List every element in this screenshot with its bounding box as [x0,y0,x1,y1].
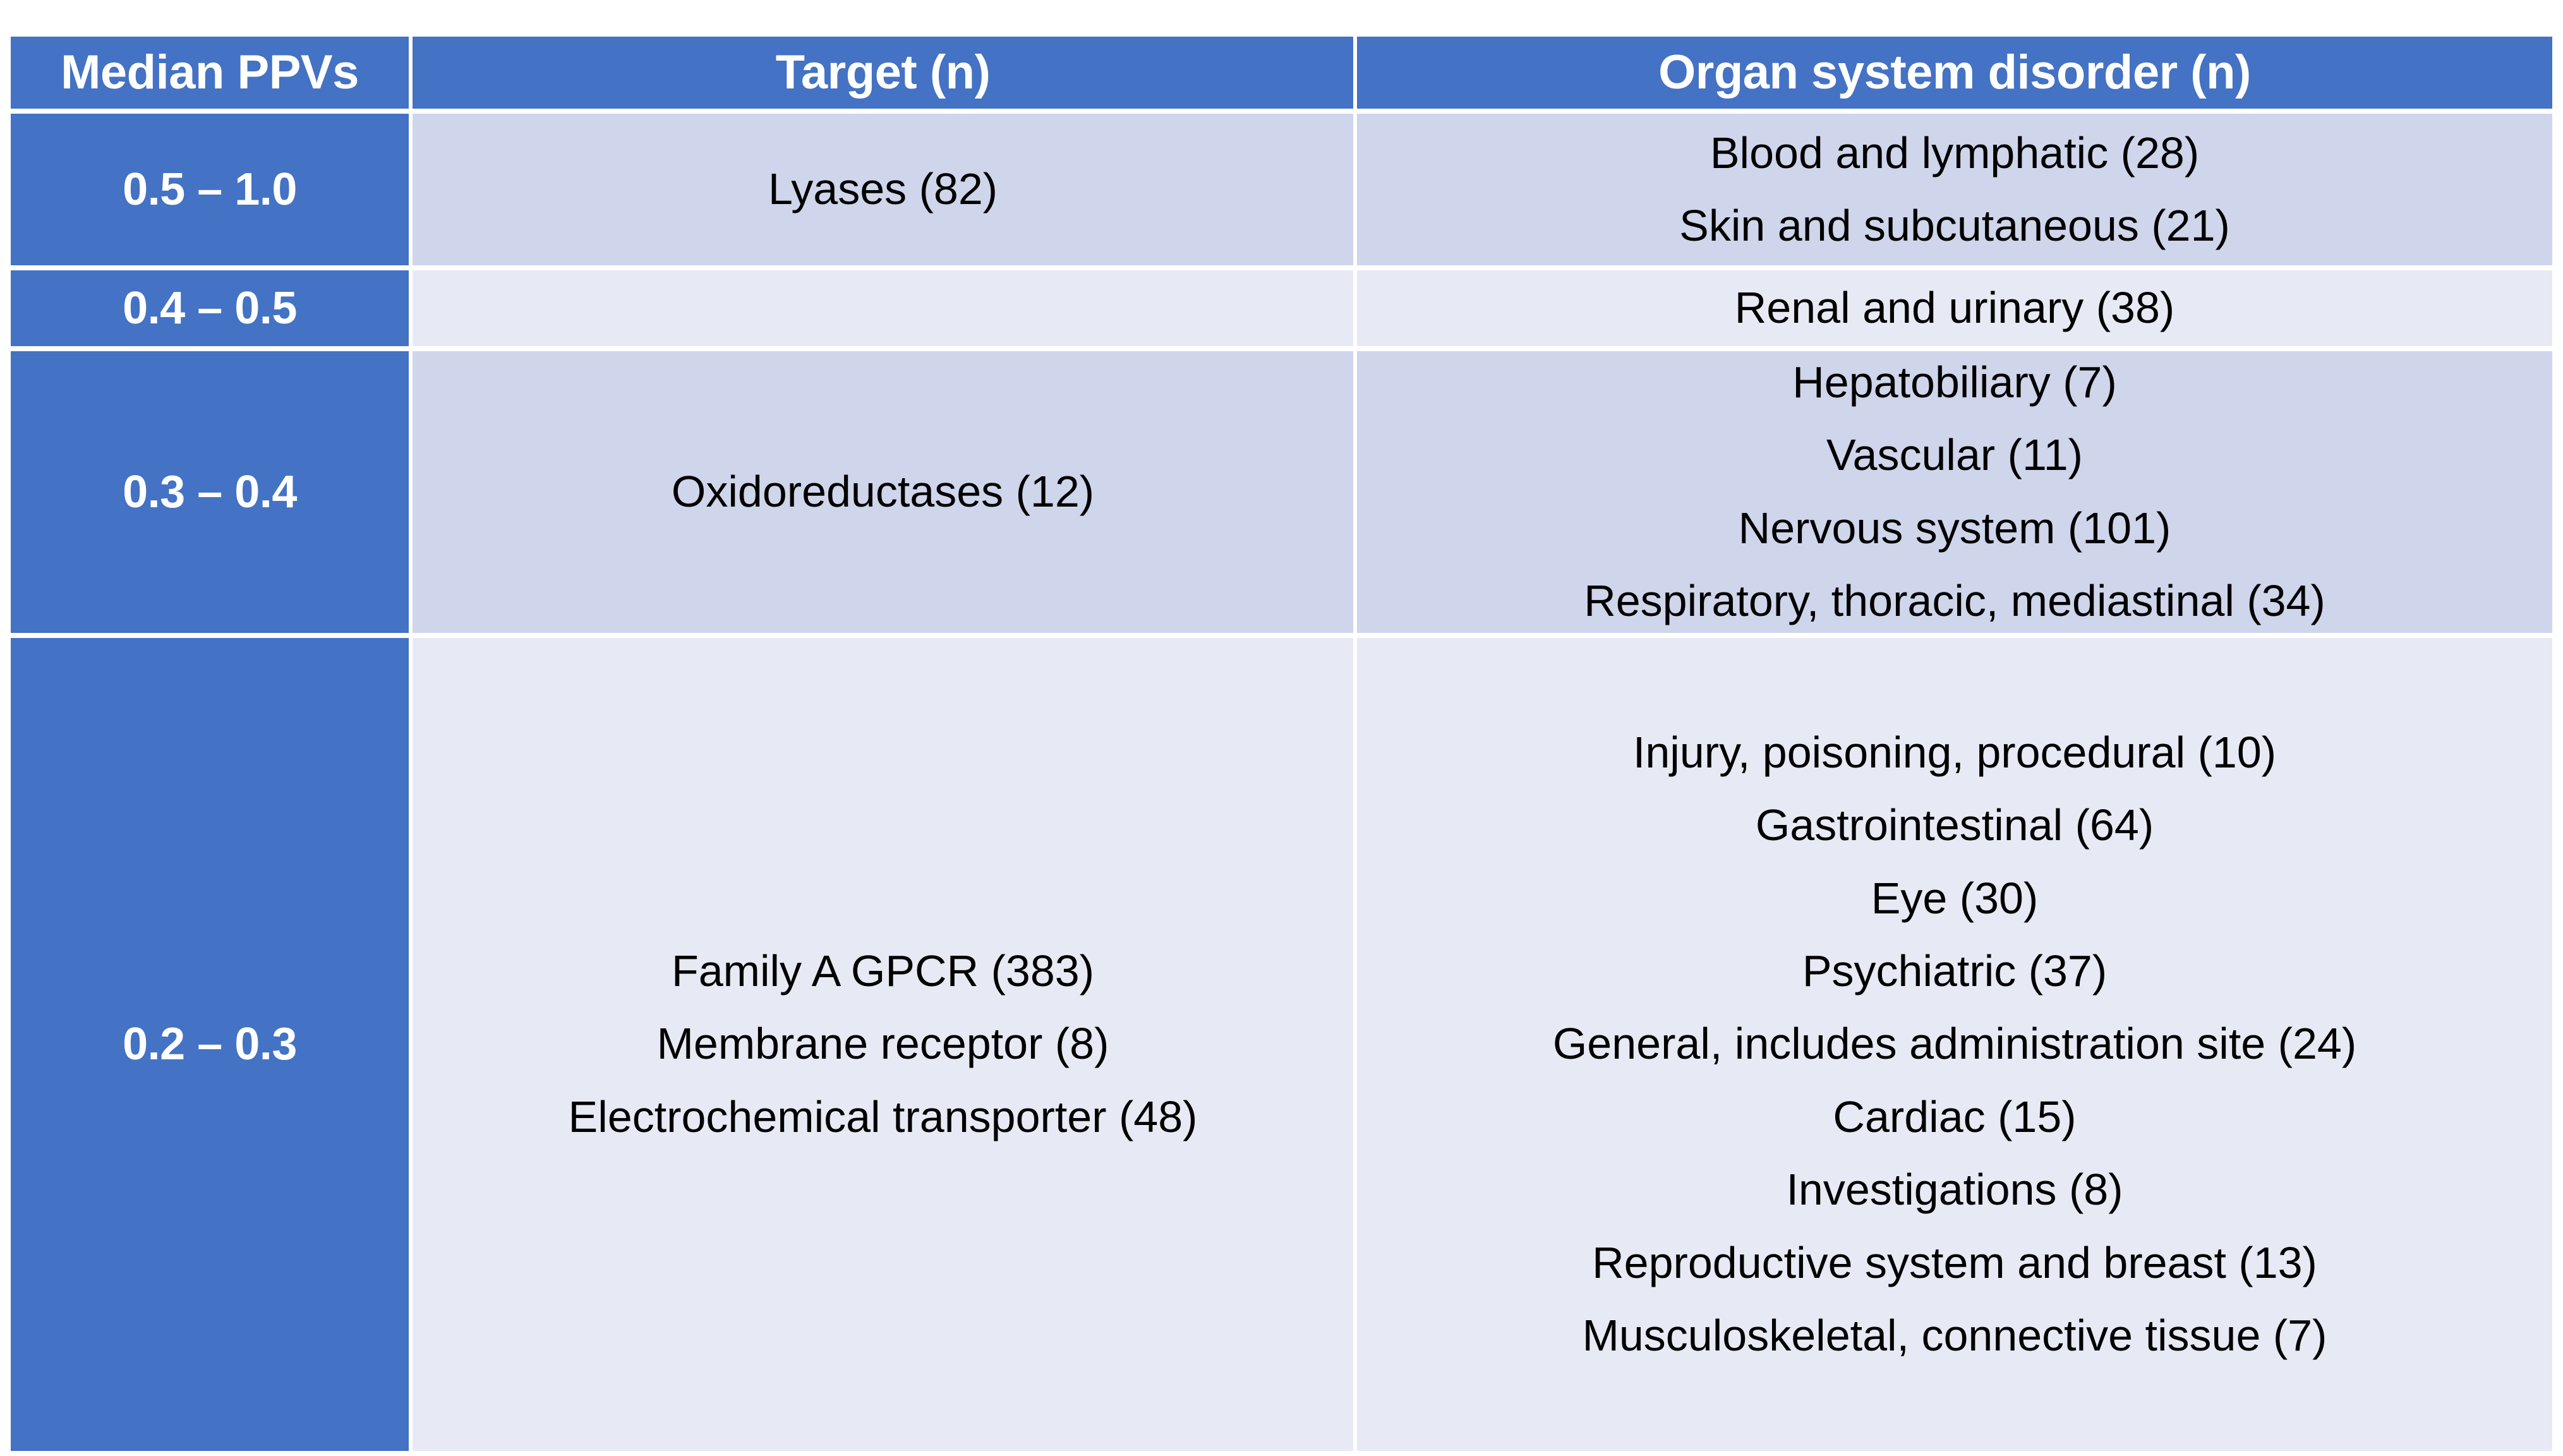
target-cell: Oxidoreductases (12) [413,351,1353,633]
disorder-item: Vascular (11) [1826,430,2083,480]
disorder-item: Psychiatric (37) [1802,946,2108,996]
disorder-item: Eye (30) [1871,873,2039,923]
ppv-summary-table: Median PPVs Target (n) Organ system diso… [7,32,2556,1456]
organ-system-disorder-cell: Renal and urinary (38) [1357,270,2552,346]
organ-system-disorder-cell: Injury, poisoning, procedural (10) Gastro… [1357,637,2552,1451]
table-row: 0.5 – 1.0 Lyases (82) Blood and lymphatic … [11,114,2552,265]
disorder-item: Injury, poisoning, procedural (10) [1632,727,2277,777]
disorder-item: Musculoskeletal, connective tissue (7) [1582,1310,2327,1360]
target-list: Oxidoreductases (12) [419,460,1347,523]
disorder-list: Hepatobiliary (7) Vascular (11) Nervous sy… [1363,351,2546,633]
disorder-item: Gastrointestinal (64) [1755,800,2154,850]
target-list: Family A GPCR (383) Membrane receptor (8)… [419,940,1347,1148]
target-list [419,308,1347,309]
ppv-summary-table-container: Median PPVs Target (n) Organ system diso… [11,37,2552,1451]
ppv-range-cell: 0.3 – 0.4 [11,351,409,633]
table-body: 0.5 – 1.0 Lyases (82) Blood and lymphatic … [11,114,2552,1451]
target-item: Membrane receptor (8) [656,1019,1109,1069]
target-cell: Lyases (82) [413,114,1353,265]
organ-system-disorder-cell: Hepatobiliary (7) Vascular (11) Nervous sy… [1357,351,2552,633]
organ-system-disorder-cell: Blood and lymphatic (28) Skin and subcuta… [1357,114,2552,265]
ppv-range-cell: 0.2 – 0.3 [11,637,409,1451]
table-row: 0.2 – 0.3 Family A GPCR (383) Membrane rec… [11,637,2552,1451]
disorder-item: Reproductive system and breast (13) [1592,1237,2317,1287]
disorder-item: Skin and subcutaneous (21) [1679,201,2230,250]
ppv-range-cell: 0.4 – 0.5 [11,270,409,346]
disorder-item: Renal and urinary (38) [1734,283,2175,333]
target-cell: Family A GPCR (383) Membrane receptor (8)… [413,637,1353,1451]
header-row: Median PPVs Target (n) Organ system diso… [11,37,2552,109]
disorder-list: Renal and urinary (38) [1363,277,2546,339]
table-row: 0.3 – 0.4 Oxidoreductases (12) Hepatobilia… [11,351,2552,633]
disorder-item: General, includes administration site (2… [1552,1019,2357,1069]
target-item: Electrochemical transporter (48) [568,1092,1198,1141]
column-header-median-ppvs: Median PPVs [11,37,409,109]
disorder-item: Cardiac (15) [1833,1092,2077,1141]
target-cell [413,270,1353,346]
disorder-item: Nervous system (101) [1738,503,2171,553]
disorder-list: Blood and lymphatic (28) Skin and subcuta… [1363,122,2546,258]
disorder-list: Injury, poisoning, procedural (10) Gastro… [1363,721,2546,1368]
target-item: Lyases (82) [768,164,998,214]
table-header: Median PPVs Target (n) Organ system diso… [11,37,2552,109]
column-header-organ-system-disorder: Organ system disorder (n) [1357,37,2552,109]
column-header-target: Target (n) [413,37,1353,109]
disorder-item: Investigations (8) [1786,1165,2123,1215]
disorder-item: Hepatobiliary (7) [1792,358,2117,407]
table-row: 0.4 – 0.5 Renal and urinary (38) [11,270,2552,346]
target-list: Lyases (82) [419,158,1347,220]
target-item: Oxidoreductases (12) [671,467,1095,517]
disorder-item: Respiratory, thoracic, mediastinal (34) [1584,576,2325,626]
ppv-range-cell: 0.5 – 1.0 [11,114,409,265]
target-item: Family A GPCR (383) [671,946,1095,996]
disorder-item: Blood and lymphatic (28) [1710,128,2200,177]
